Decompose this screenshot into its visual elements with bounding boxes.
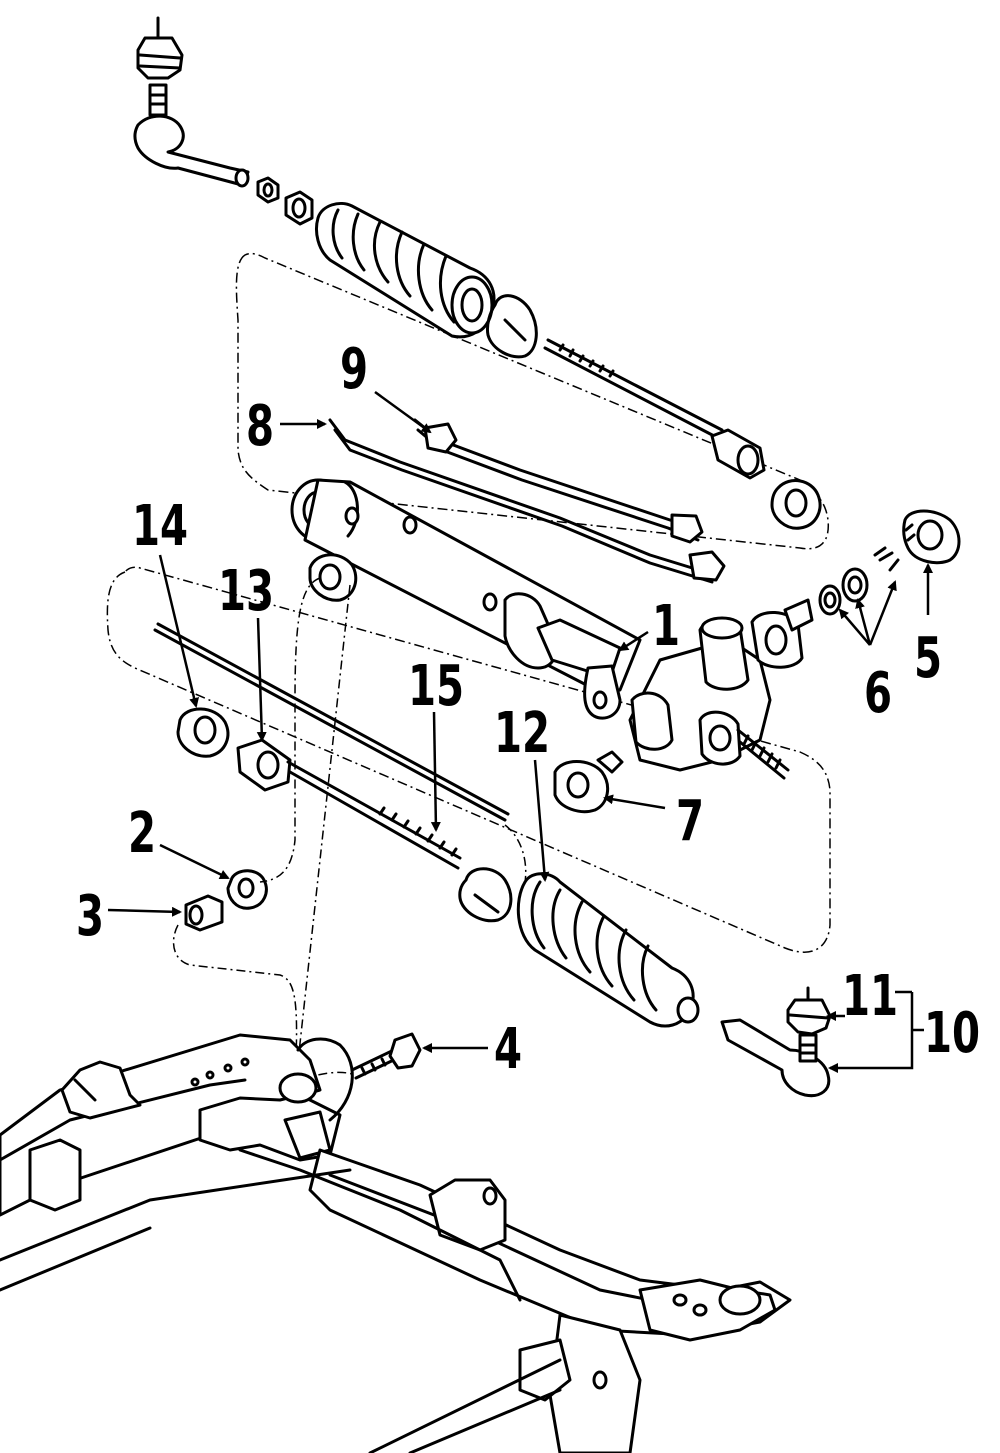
callout-arrows — [107, 390, 933, 1073]
dust-cover — [902, 509, 961, 565]
lower-long-rod — [153, 622, 510, 822]
callout-labels: 1 2 3 4 5 6 7 8 9 10 11 12 13 14 15 — [76, 336, 980, 1081]
callout-6: 6 — [864, 660, 892, 725]
lower-group-outline — [106, 566, 831, 953]
upper-outer-clamp — [284, 190, 314, 226]
callout-5: 5 — [914, 625, 942, 690]
lower-boot-clamp — [458, 867, 513, 923]
callout-11: 11 — [842, 963, 898, 1028]
seal-ring — [873, 546, 900, 572]
upper-jam-nut — [256, 176, 280, 204]
assembly-leader-left — [259, 577, 321, 883]
seal-small — [818, 584, 842, 616]
valve-body — [628, 598, 814, 780]
assembly-leader-boot — [504, 824, 527, 883]
callout-7: 7 — [676, 788, 704, 853]
housing-left-bushing — [308, 553, 358, 602]
callout-13: 13 — [218, 558, 274, 623]
upper-tie-rod-end — [133, 16, 250, 188]
lower-inner-tie-rod — [286, 760, 462, 870]
hydraulic-line-9 — [413, 418, 704, 544]
sleeve-3 — [184, 894, 224, 932]
bushing-13 — [236, 738, 292, 792]
callout-1: 1 — [652, 593, 680, 658]
stud-boot-11 — [786, 986, 832, 1036]
callout-3: 3 — [76, 883, 104, 948]
rack-housing — [290, 478, 642, 720]
callout-4: 4 — [494, 1016, 522, 1081]
callout-15: 15 — [408, 653, 464, 718]
bushing-14 — [176, 707, 230, 758]
callout-9: 9 — [340, 336, 368, 401]
bushing-2 — [226, 869, 268, 910]
mounting-bolt — [350, 1032, 422, 1080]
hydraulic-line-8 — [328, 418, 726, 584]
adjuster-plug — [553, 750, 624, 814]
upper-boot — [315, 202, 496, 339]
upper-inner-tie-rod — [543, 338, 822, 530]
lower-boot — [516, 872, 700, 1028]
lower-tie-rod-end — [720, 1018, 831, 1098]
assembly-leader-center — [295, 584, 351, 1081]
callout-2: 2 — [128, 800, 156, 865]
assembly-leader-lower — [172, 924, 298, 1061]
callout-8: 8 — [246, 393, 274, 458]
callout-12: 12 — [494, 700, 550, 765]
upper-boot-clamp — [486, 294, 538, 359]
callout-14: 14 — [132, 493, 188, 558]
seal-medium — [841, 567, 869, 603]
upper-group-outline — [235, 252, 830, 550]
crossmember-frame — [0, 1033, 792, 1453]
callout-10: 10 — [924, 1000, 980, 1065]
